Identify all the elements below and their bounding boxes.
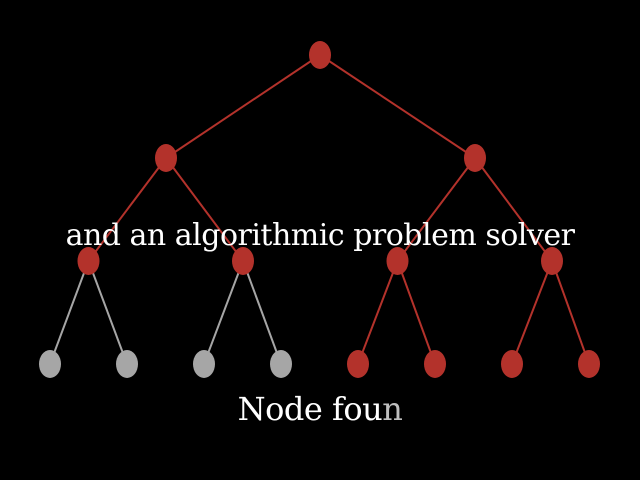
tree-node [541, 247, 563, 275]
tree-edge [319, 54, 476, 159]
tree-node [39, 350, 61, 378]
tree-edge [396, 260, 436, 365]
tree-node [386, 247, 409, 275]
tree-edge [511, 260, 553, 365]
tree-node [578, 350, 600, 378]
tree-edge [396, 157, 476, 262]
tree-edges [49, 54, 590, 365]
tree-node [155, 144, 177, 172]
tree-edge [87, 157, 167, 262]
main-caption: and an algorithmic problem solver [65, 218, 575, 253]
tree-node [270, 350, 292, 378]
tree-node [464, 144, 486, 172]
tree-edge [203, 260, 244, 365]
node-found-caption: Node foun [0, 390, 640, 428]
tree-nodes [39, 41, 600, 378]
tree-node [116, 350, 138, 378]
tree-node [193, 350, 215, 378]
tree-node [424, 350, 446, 378]
tree-edge [165, 54, 321, 159]
tree-edge [165, 157, 244, 262]
node-found-text: Node fou [237, 390, 383, 428]
tree-node [77, 247, 100, 275]
tree-edge [49, 260, 90, 365]
tree-edge [551, 260, 590, 365]
tree-edge [242, 260, 282, 365]
tree-node [501, 350, 523, 378]
tree-node [309, 41, 331, 69]
tree-node [232, 247, 254, 275]
node-found-partial-text: n [382, 390, 403, 428]
tree-edge [87, 260, 128, 365]
tree-edge [357, 260, 399, 365]
tree-node [347, 350, 369, 378]
tree-edge [474, 157, 553, 262]
